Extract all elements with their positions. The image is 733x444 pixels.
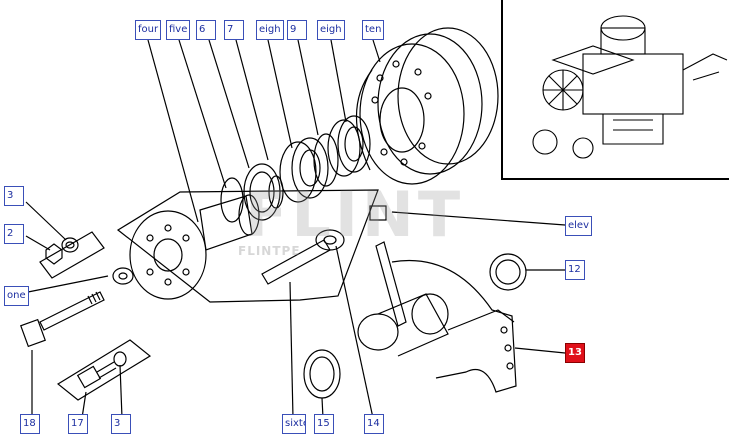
bolt-18-head	[20, 318, 46, 348]
shaft	[199, 195, 253, 251]
leader-elev	[391, 211, 566, 226]
nut-14	[315, 229, 345, 251]
callout-1[interactable]: one	[4, 286, 29, 306]
leader-thirteen	[514, 347, 566, 354]
o-ring-5	[220, 177, 244, 223]
nut-one	[112, 267, 134, 285]
leader-three-a	[25, 201, 67, 241]
leader-one	[27, 275, 109, 293]
bearing-8b	[327, 119, 361, 177]
seal-12	[489, 253, 527, 291]
bolt-panel	[56, 339, 152, 401]
washer-panel	[39, 231, 105, 279]
spacer-9	[313, 133, 339, 187]
callout-16[interactable]: sixte	[282, 414, 306, 434]
callout-15[interactable]: 15	[314, 414, 334, 434]
callout-17[interactable]: 17	[68, 414, 88, 434]
callout-8a[interactable]: eigh	[256, 20, 284, 40]
hub-panel	[116, 189, 379, 303]
bracket-13	[391, 259, 517, 393]
callout-14[interactable]: 14	[364, 414, 384, 434]
leader-seventeen	[81, 391, 87, 419]
leader-sixte	[289, 281, 294, 419]
leader-eigh-a	[267, 39, 293, 149]
engine-illustration	[532, 15, 728, 159]
leader-two	[25, 235, 51, 251]
leader-fourteen	[335, 245, 374, 419]
flange-hub	[129, 210, 207, 300]
seal-15	[303, 349, 341, 399]
leader-six	[208, 39, 250, 169]
engine-inset	[501, 0, 729, 180]
callout-6[interactable]: 6	[196, 20, 216, 40]
callout-7[interactable]: 7	[224, 20, 244, 40]
callout-4[interactable]: four	[135, 20, 162, 40]
callout-11[interactable]: elev	[565, 216, 593, 236]
ring-7	[268, 175, 284, 209]
callout-3b[interactable]: 3	[111, 414, 131, 434]
callout-9[interactable]: 9	[287, 20, 307, 40]
bearing-8a	[279, 141, 317, 203]
nut-11	[369, 205, 387, 221]
leader-four	[147, 39, 199, 223]
callout-5[interactable]: five	[166, 20, 191, 40]
support-rod	[375, 241, 407, 327]
leader-seven	[235, 39, 269, 161]
callout-18[interactable]: 18	[20, 414, 40, 434]
callout-2[interactable]: 2	[4, 224, 24, 244]
leader-ten	[372, 39, 381, 63]
bolt-head-17	[76, 365, 102, 389]
nut-2	[45, 243, 63, 265]
leader-eigh-b	[330, 39, 347, 123]
seal-6	[243, 163, 281, 221]
pulley-10	[359, 43, 465, 185]
callout-10[interactable]: ten	[362, 20, 385, 40]
callout-8b[interactable]: eigh	[317, 20, 345, 40]
callout-12[interactable]: 12	[565, 260, 585, 280]
callout-3a[interactable]: 3	[4, 186, 24, 206]
washer-3b	[113, 351, 127, 367]
washer-3	[61, 237, 79, 253]
bolt-18-shank	[39, 291, 105, 331]
leader-five	[178, 39, 227, 189]
leader-nine	[297, 39, 319, 136]
callout-13[interactable]: 13	[565, 343, 585, 363]
